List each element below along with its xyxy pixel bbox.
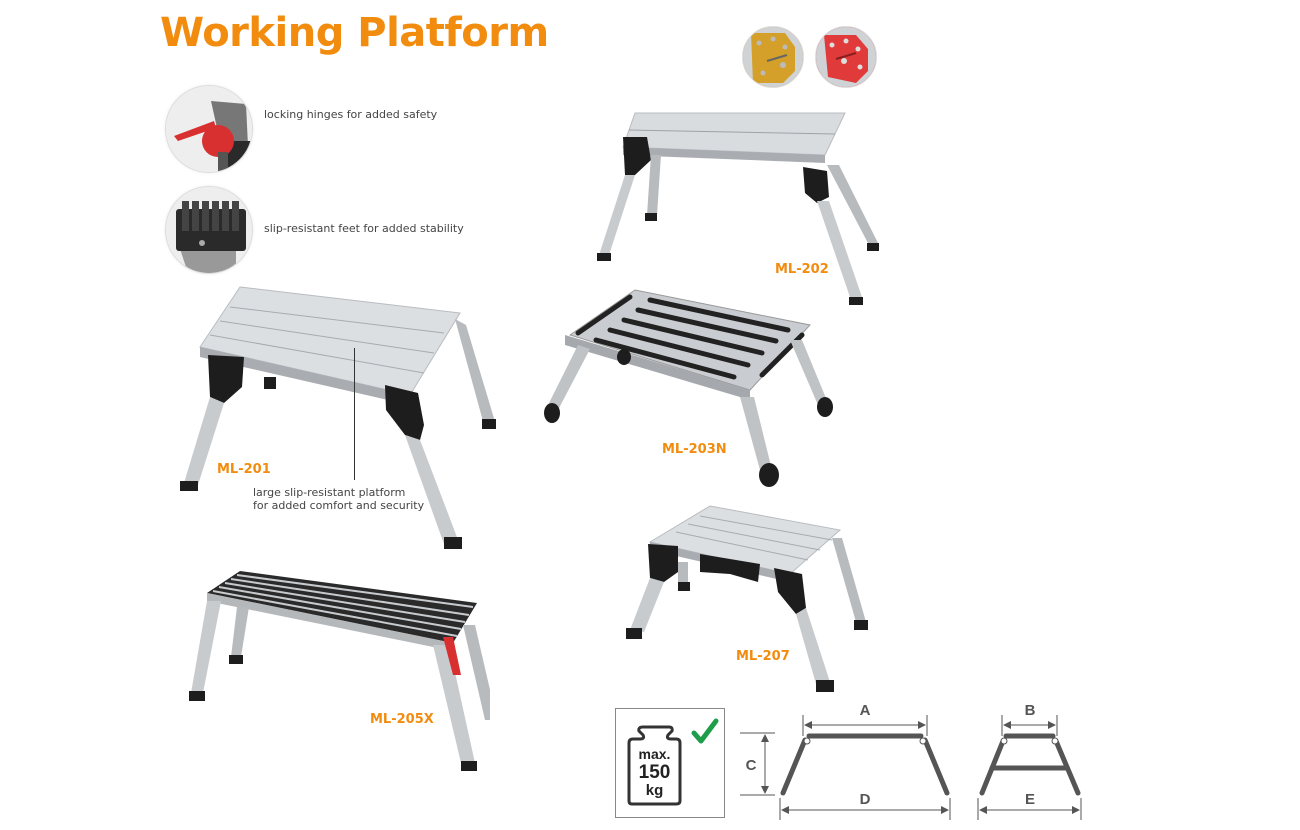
- side-dimension-icon: A C D: [740, 702, 951, 820]
- max-load-badge: max. 150 kg: [615, 708, 725, 818]
- dimension-diagram-side: A C D: [735, 700, 960, 825]
- platform-ml-202-illustration: [597, 112, 879, 305]
- product-image-ml-205x: [185, 565, 490, 775]
- callout-line-1: large slip-resistant platform: [253, 486, 406, 499]
- dimension-e-label: E: [1025, 791, 1035, 808]
- yellow-hinge-icon: [743, 27, 803, 87]
- platform-ml-201-illustration: [180, 286, 496, 549]
- step-ml-203n-illustration: [544, 289, 833, 487]
- red-hinge-icon: [816, 27, 876, 87]
- platform-ml-207-illustration: [626, 505, 868, 692]
- dimension-a-label: A: [860, 702, 871, 719]
- foot-closeup-icon: [166, 187, 252, 273]
- model-label-ml-202: ML-202: [775, 262, 829, 277]
- callout-line-2: for added comfort and security: [253, 499, 425, 512]
- max-load-text: max. 150 kg: [629, 747, 680, 798]
- product-image-ml-207: [620, 502, 880, 697]
- dimension-d-label: D: [860, 791, 871, 808]
- max-load-unit: kg: [645, 782, 664, 799]
- product-image-ml-203n: [540, 285, 840, 490]
- product-image-ml-201: [180, 285, 500, 555]
- feature-text-hinges: locking hinges for added safety: [264, 108, 438, 121]
- feature-text-feet: slip-resistant feet for added stability: [264, 222, 464, 235]
- yellow-hinge-swatch: [742, 26, 804, 88]
- platform-callout: large slip-resistant platform for added …: [253, 486, 424, 512]
- dimension-diagram-front: B E: [970, 700, 1090, 825]
- dimension-c-label: C: [746, 757, 757, 774]
- hinge-closeup-icon: [166, 86, 252, 172]
- model-label-ml-203n: ML-203N: [662, 442, 727, 457]
- callout-line: [354, 348, 355, 480]
- model-label-ml-205x: ML-205X: [370, 712, 434, 727]
- model-label-ml-207: ML-207: [736, 649, 790, 664]
- max-load-value: 150: [638, 762, 671, 783]
- product-image-ml-202: [595, 105, 885, 305]
- slip-resistant-foot-image: [165, 186, 253, 274]
- front-dimension-icon: B E: [977, 702, 1082, 820]
- platform-ml-205x-illustration: [189, 571, 490, 771]
- check-icon: [691, 718, 719, 744]
- model-label-ml-201: ML-201: [217, 462, 271, 477]
- dimension-b-label: B: [1025, 702, 1036, 719]
- locking-hinge-image: [165, 85, 253, 173]
- weight-icon: [627, 718, 719, 806]
- max-load-prefix: max.: [638, 746, 671, 762]
- page-title: Working Platform: [160, 10, 549, 56]
- red-hinge-swatch: [815, 26, 877, 88]
